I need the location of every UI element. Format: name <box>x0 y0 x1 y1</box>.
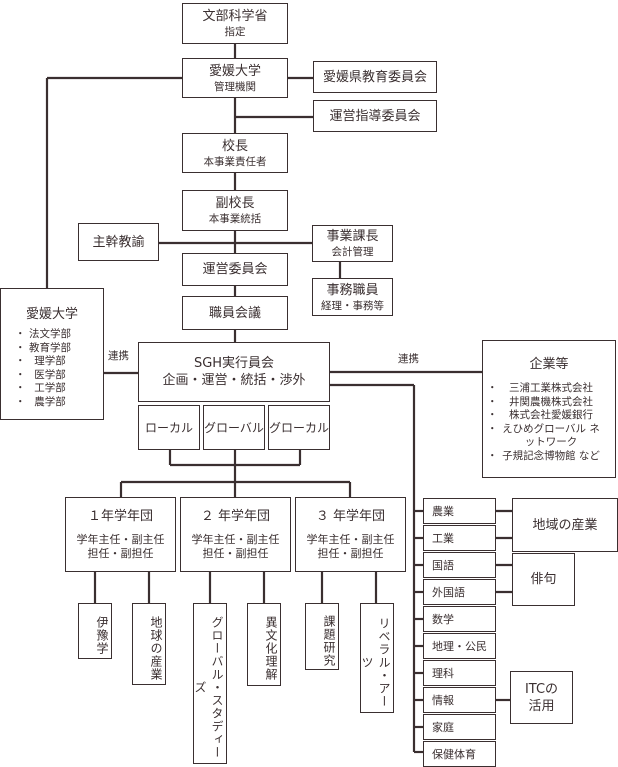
subject-item: 国語 <box>423 552 496 578</box>
vice-principal-box: 副校長 本事業統括 <box>182 190 288 231</box>
management-committee-title: 運営委員会 <box>202 262 268 277</box>
subject-global-industry: 地球の産業 <box>132 603 166 685</box>
ehime-univ-admin-title: 愛媛大学 <box>208 63 261 79</box>
ehime-univ-admin-box: 愛媛大学 管理機関 <box>182 58 288 98</box>
management-committee-box: 運営委員会 <box>182 253 288 286</box>
business-manager-title: 事業課長 <box>326 229 379 244</box>
mext-box: 文部科学省 指定 <box>182 3 288 44</box>
sgh-committee-box: SGH実行員会 企画・運営・統括・渉外 <box>138 342 330 402</box>
link-label-left: 連携 <box>108 350 129 362</box>
grade-roles: 担任・副担任 <box>87 547 154 560</box>
grade-title: ３ 年学年団 <box>315 509 386 524</box>
theme-global: グローバル <box>203 405 265 450</box>
outcome-regional-industry: 地域の産業 <box>512 498 618 552</box>
company-item: 井関農機株式会社 <box>487 396 601 410</box>
grade-roles: 担任・副担任 <box>202 547 269 560</box>
subject-liberal-arts: リベラル・アーツ <box>360 603 394 713</box>
steering-committee-title: 運営指導委員会 <box>329 108 421 124</box>
office-staff-sub: 経理・事務等 <box>321 299 384 312</box>
subject-item: 地理・公民 <box>423 633 496 659</box>
subject-item: 外国語 <box>423 579 496 605</box>
company-list: 三浦工業株式会社 井関農機株式会社 株式会社愛媛銀行 えひめグローバル ネットワ… <box>487 382 601 464</box>
outcome-itc-line2: 活用 <box>528 698 555 714</box>
office-staff-title: 事務職員 <box>326 282 379 298</box>
grade-roles: 学年主任・副主任 <box>76 533 165 546</box>
pref-board-box: 愛媛県教育委員会 <box>313 61 437 93</box>
grade-title: ２ 年学年団 <box>200 509 271 524</box>
subject-item: 工業 <box>423 525 496 551</box>
company-item: 子規記念博物館 など <box>487 450 601 464</box>
principal-title: 校長 <box>221 138 248 154</box>
steering-committee-box: 運営指導委員会 <box>313 100 437 132</box>
grade-title: １年学年団 <box>87 509 153 524</box>
grade-roles: 担任・副担任 <box>317 547 384 560</box>
chief-teacher-title: 主幹教諭 <box>92 234 145 250</box>
theme-local: ローカル <box>138 405 200 450</box>
mext-sub: 指定 <box>224 26 246 38</box>
principal-sub: 本事業責任者 <box>203 155 267 168</box>
faculty-item: 理学部 <box>15 355 71 369</box>
mext-title: 文部科学省 <box>202 9 268 24</box>
faculty-item: 農学部 <box>15 396 71 410</box>
grade-3-box: ３ 年学年団 学年主任・副主任 担任・副担任 <box>295 497 406 572</box>
subject-item: 理科 <box>423 660 496 686</box>
subject-research: 課題研究 <box>305 603 339 670</box>
outcome-itc-box: ITCの 活用 <box>510 671 573 724</box>
company-item: 三浦工業株式会社 <box>487 382 601 396</box>
subject-item: 保健体育 <box>423 741 496 767</box>
faculty-item: 教育学部 <box>15 342 71 356</box>
office-staff-box: 事務職員 経理・事務等 <box>312 278 393 316</box>
subject-cross-cultural: 異文化理解 <box>247 603 281 686</box>
grade-roles: 学年主任・副主任 <box>306 533 395 546</box>
ehime-univ-title: 愛媛大学 <box>25 307 78 322</box>
chief-teacher-box: 主幹教諭 <box>78 223 159 261</box>
sgh-sub: 企画・運営・統括・渉外 <box>162 373 306 388</box>
ehime-univ-box: 愛媛大学 法文学部 教育学部 理学部 医学部 工学部 農学部 <box>0 288 104 420</box>
faculty-item: 法文学部 <box>15 328 71 342</box>
outcome-haiku: 俳句 <box>512 553 575 606</box>
vice-principal-sub: 本事業統括 <box>208 213 262 225</box>
link-label-right: 連携 <box>398 353 419 365</box>
subject-global-studies: グローバル・スタディーズ <box>193 603 227 764</box>
principal-box: 校長 本事業責任者 <box>182 133 288 173</box>
subject-item: 家庭 <box>423 714 496 740</box>
company-item: えひめグローバル ネットワーク <box>487 423 601 450</box>
staff-meeting-box: 職員会議 <box>182 296 288 330</box>
sgh-title: SGH実行員会 <box>193 356 275 371</box>
subject-item: 情報 <box>423 687 496 713</box>
vice-principal-title: 副校長 <box>215 196 255 211</box>
companies-box: 企業等 三浦工業株式会社 井関農機株式会社 株式会社愛媛銀行 えひめグローバル … <box>482 340 616 478</box>
subject-item: 数学 <box>423 606 496 632</box>
subject-item: 農業 <box>423 498 496 524</box>
grade-roles: 学年主任・副主任 <box>191 533 280 546</box>
business-manager-sub: 会計管理 <box>331 246 374 258</box>
staff-meeting-title: 職員会議 <box>208 305 261 321</box>
theme-glocal: グローカル <box>268 405 330 450</box>
faculty-list: 法文学部 教育学部 理学部 医学部 工学部 農学部 <box>15 328 71 410</box>
pref-board-title: 愛媛県教育委員会 <box>322 69 427 85</box>
ehime-univ-admin-sub: 管理機関 <box>214 80 256 93</box>
faculty-item: 工学部 <box>15 382 71 396</box>
outcome-itc-line1: ITCの <box>524 681 559 697</box>
grade-1-box: １年学年団 学年主任・副主任 担任・副担任 <box>65 497 176 572</box>
business-manager-box: 事業課長 会計管理 <box>312 225 393 262</box>
company-item: 株式会社愛媛銀行 <box>487 409 601 423</box>
companies-title: 企業等 <box>529 357 569 372</box>
subject-iyo-studies: 伊豫学 <box>78 603 112 659</box>
faculty-item: 医学部 <box>15 369 71 383</box>
grade-2-box: ２ 年学年団 学年主任・副主任 担任・副担任 <box>180 497 291 572</box>
